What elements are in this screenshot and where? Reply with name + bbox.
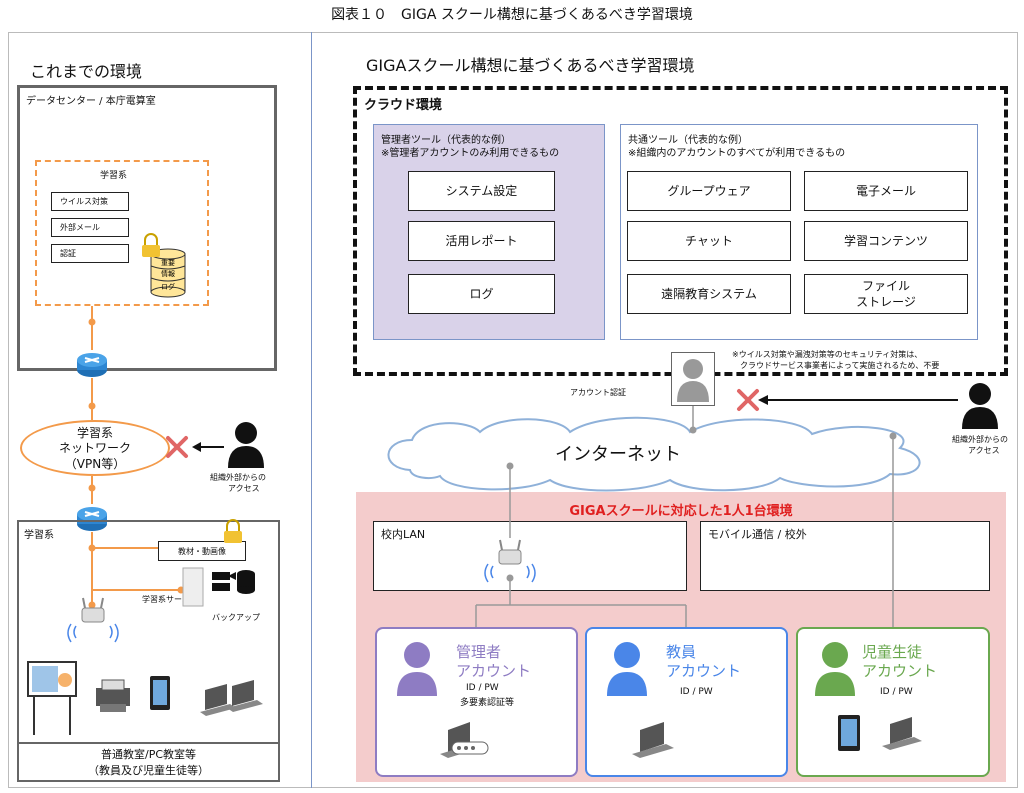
teacher-account-name1: 教員 [666, 643, 697, 661]
datacenter-box [17, 85, 277, 371]
admin-tool-log: ログ [408, 274, 555, 314]
admin-tools-subtitle: ※管理者アカウントのみ利用できるもの [381, 148, 560, 159]
external-access-right-line1: 組織外部からの [952, 435, 1008, 444]
study-network-line1: 学習系 [76, 426, 113, 440]
student-user-icon [814, 640, 856, 696]
mobile-label: モバイル通信 / 校外 [708, 528, 807, 541]
right-heading: GIGAスクール構想に基づくあるべき学習環境 [366, 56, 695, 75]
datacenter-label: データセンター / 本庁電算室 [26, 96, 156, 107]
common-tool-groupware: グループウェア [627, 171, 791, 211]
admin-tool-system-settings: システム設定 [408, 171, 555, 211]
teacher-account-detail1: ID / PW [680, 687, 713, 697]
lower-study-label: 学習系 [24, 530, 54, 541]
student-account-name1: 児童生徒 [862, 643, 923, 661]
classroom-line1: 普通教室/PC教室等 [100, 748, 197, 761]
account-auth-label: アカウント認証 [570, 388, 626, 397]
panel-divider [311, 32, 312, 788]
common-tool-file-storage: ファイル ストレージ [804, 274, 968, 314]
common-tool-chat: チャット [627, 221, 791, 261]
external-access-line1: 組織外部からの [210, 473, 266, 482]
mobile-box [700, 521, 990, 591]
external-user-icon-right [960, 381, 1000, 429]
materials-box: 教材・動画像 [158, 541, 246, 561]
study-network-line3: （VPN等） [64, 457, 126, 471]
common-tool-remote-education: 遠隔教育システム [627, 274, 791, 314]
common-tools-title: 共通ツール（代表的な例） [628, 135, 748, 146]
admin-user-icon [396, 640, 438, 696]
study-system-box [35, 160, 209, 306]
service-auth: 認証 [51, 244, 129, 263]
student-account-detail1: ID / PW [880, 687, 913, 697]
security-note-line1: ※ウイルス対策や漏洩対策等のセキュリティ対策は、 [732, 350, 923, 359]
admin-account-detail2: 多要素認証等 [460, 698, 515, 708]
admin-tool-usage-report: 活用レポート [408, 221, 555, 261]
outer-frame [8, 32, 1018, 788]
cloud-label: クラウド環境 [364, 98, 443, 113]
classroom-label-box [17, 742, 280, 782]
student-account-name2: アカウント [862, 662, 938, 680]
teacher-user-icon [606, 640, 648, 696]
study-network-ellipse [20, 420, 170, 476]
external-user-icon [226, 420, 266, 468]
admin-account-name1: 管理者 [456, 643, 502, 661]
classroom-line2: （教員及び児童生徒等） [88, 764, 209, 777]
service-external-mail: 外部メール [51, 218, 129, 237]
admin-account-name2: アカウント [456, 662, 532, 680]
teacher-account-name2: アカウント [666, 662, 742, 680]
auth-user-icon [675, 356, 711, 402]
admin-tools-title: 管理者ツール（代表的な例） [381, 135, 511, 146]
admin-account-detail1: ID / PW [466, 683, 499, 693]
study-system-label: 学習系 [100, 171, 128, 181]
security-note-line2: クラウドサービス事業者によって実施されるため、不要 [740, 361, 940, 370]
common-tool-learning-content: 学習コンテンツ [804, 221, 968, 261]
left-heading: これまでの環境 [30, 62, 143, 81]
common-tools-subtitle: ※組織内のアカウントのすべてが利用できるもの [628, 148, 846, 159]
school-lan-label: 校内LAN [381, 528, 426, 541]
study-network-line2: ネットワーク [58, 441, 131, 455]
external-access-line2: アクセス [228, 484, 260, 493]
router-icon-upper [76, 350, 108, 378]
giga-environment-title: GIGAスクールに対応した1人1台環境 [569, 504, 793, 519]
figure-title: 図表１０ GIGA スクール構想に基づくあるべき学習環境 [331, 7, 693, 23]
service-antivirus: ウイルス対策 [51, 192, 129, 211]
lower-study-box [17, 520, 280, 782]
common-tool-email: 電子メール [804, 171, 968, 211]
backup-label: バックアップ [212, 613, 260, 622]
external-access-right-line2: アクセス [968, 446, 1000, 455]
server-label: 学習系サーバ [142, 595, 190, 604]
